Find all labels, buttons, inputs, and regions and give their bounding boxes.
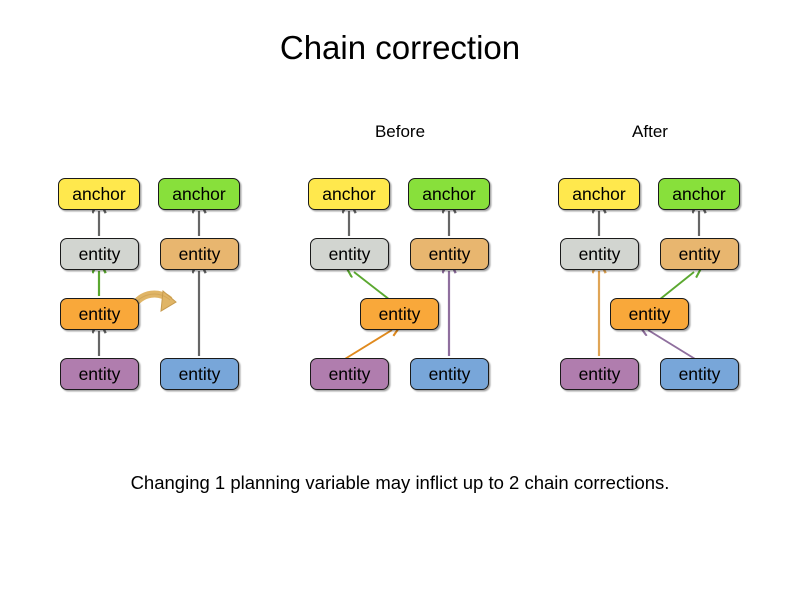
node-entity[interactable]: entity xyxy=(310,358,389,390)
node-entity[interactable]: entity xyxy=(660,358,739,390)
node-entity[interactable]: entity xyxy=(560,238,639,270)
node-anchor[interactable]: anchor xyxy=(308,178,390,210)
edge-entity-to-entity xyxy=(354,272,391,301)
slide-caption: Changing 1 planning variable may inflict… xyxy=(130,472,670,493)
node-anchor[interactable]: anchor xyxy=(658,178,740,210)
panel-label-after: After xyxy=(632,122,668,141)
node-entity[interactable]: entity xyxy=(160,358,239,390)
panel-initial-edges xyxy=(99,211,199,356)
node-anchor[interactable]: anchor xyxy=(558,178,640,210)
node-entity[interactable]: entity xyxy=(310,238,389,270)
edge-entity-to-entity xyxy=(658,272,694,301)
node-entity[interactable]: entity xyxy=(60,358,139,390)
node-entity[interactable]: entity xyxy=(60,238,139,270)
panel-after-edges xyxy=(599,211,701,363)
node-entity[interactable]: entity xyxy=(410,358,489,390)
panel-before-edges xyxy=(339,211,449,363)
edge-entity-to-entity xyxy=(648,330,701,363)
node-anchor[interactable]: anchor xyxy=(58,178,140,210)
node-entity[interactable]: entity xyxy=(560,358,639,390)
node-entity[interactable]: entity xyxy=(60,298,139,330)
node-anchor[interactable]: anchor xyxy=(158,178,240,210)
page-title: Chain correction xyxy=(279,29,521,66)
node-entity[interactable]: entity xyxy=(610,298,689,330)
panel-label-before: Before xyxy=(374,122,426,141)
edge-entity-to-entity xyxy=(339,330,392,363)
node-entity[interactable]: entity xyxy=(660,238,739,270)
node-entity[interactable]: entity xyxy=(410,238,489,270)
node-anchor[interactable]: anchor xyxy=(408,178,490,210)
move-arrow-head-icon xyxy=(160,290,177,312)
node-entity[interactable]: entity xyxy=(160,238,239,270)
node-entity[interactable]: entity xyxy=(360,298,439,330)
